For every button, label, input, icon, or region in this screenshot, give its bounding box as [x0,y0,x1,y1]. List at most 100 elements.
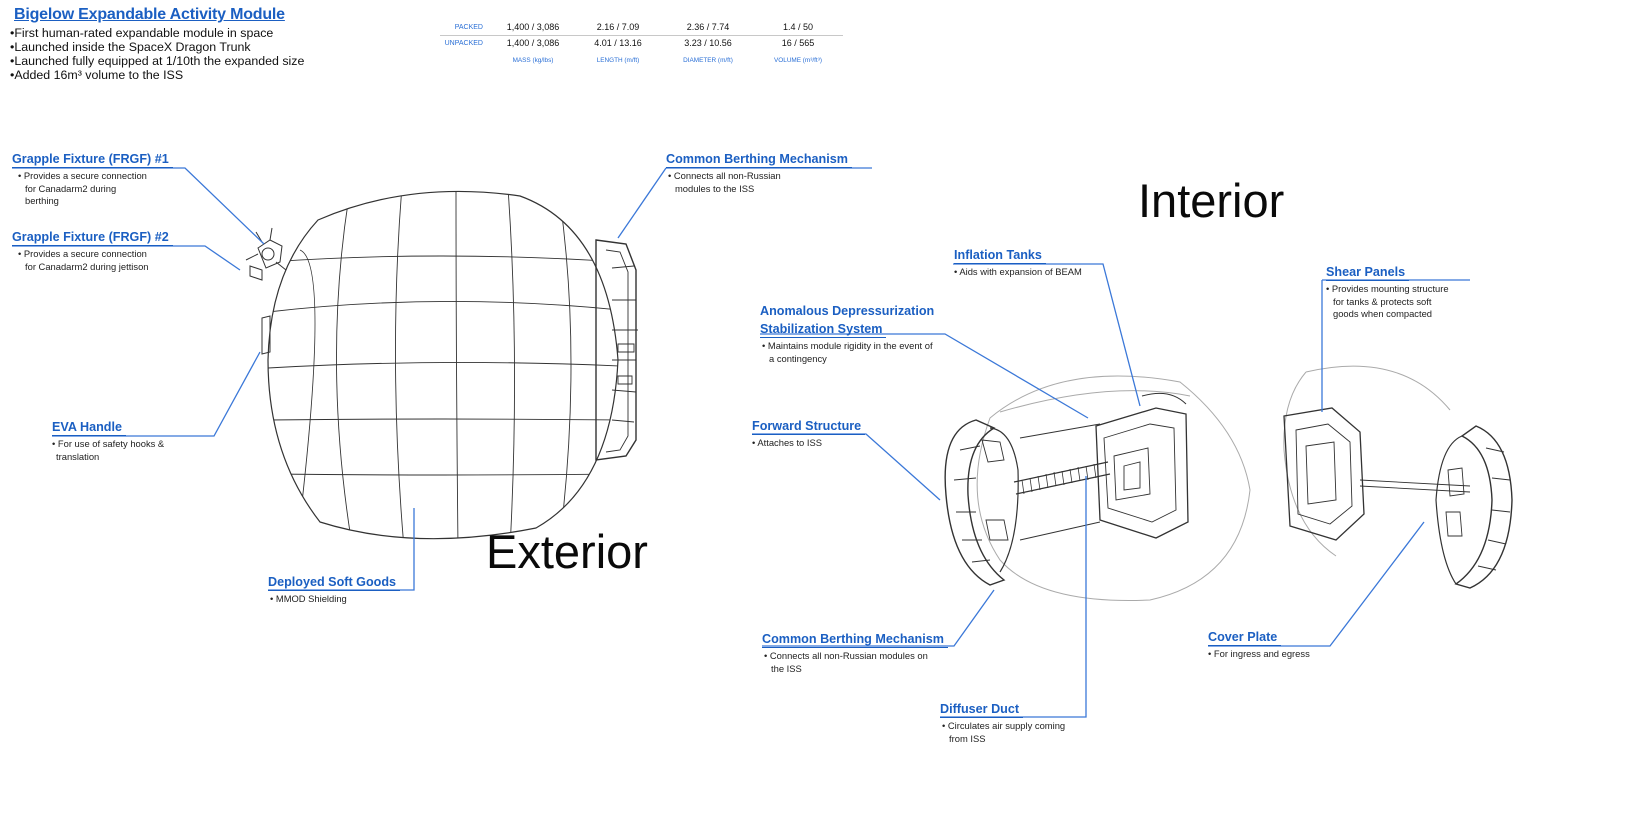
callout-deployed-soft-goods: Deployed Soft Goods • MMOD Shielding [268,573,401,606]
feature-list: First human-rated expandable module in s… [10,26,304,82]
leader-lines [12,167,1470,718]
forward-ring [944,419,1006,586]
callout-desc: • Provides mounting structure for tanks … [1326,283,1449,321]
shear-panel-box [1283,407,1365,541]
desc-line: • Provides a secure connection [18,170,147,181]
callout-title: Grapple Fixture (FRGF) #1 [12,152,173,168]
leader-cover [1208,521,1425,647]
mass-value: 1,400 / 3,086 [506,38,560,48]
callout-title: Forward Structure [752,419,866,435]
exterior-heading: Exterior [486,525,648,578]
desc-line: • For use of safety hooks & [52,438,165,449]
callout-title: Diffuser Duct [940,702,1024,718]
volume-value: 1.4 / 50 [753,20,843,36]
exterior-module-drawing [245,190,638,540]
leader-cbm-int [762,589,995,647]
page-title: Bigelow Expandable Activity Module [14,6,285,23]
callout-desc: • Connects all non-Russian modules to th… [666,170,852,195]
diameter-header: DIAMETER (m/ft) [683,56,733,64]
desc-line: the ISS [771,662,802,674]
desc-line: • Connects all non-Russian modules on [764,650,928,661]
desc-line: for tanks & protects soft [1333,295,1432,307]
desc-line: • MMOD Shielding [270,593,347,604]
callout-eva-handle: EVA Handle • For use of safety hooks & t… [52,418,164,463]
length-header: LENGTH (m/ft) [596,56,640,64]
callout-title: EVA Handle [52,420,126,436]
callout-shear-panels: Shear Panels • Provides mounting structu… [1326,263,1449,321]
leader-inflation [953,263,1141,407]
length-value: 4.01 / 13.16 [594,38,642,48]
callout-adss: Anomalous Depressurization Stabilization… [760,302,938,365]
interior-hull-ghost [976,375,1251,601]
callout-title: Stabilization System [760,322,887,338]
desc-line: for Canadarm2 during jettison [25,260,149,272]
row-label: PACKED [440,20,493,36]
leader-grapple1 [12,167,265,245]
callout-diffuser-duct: Diffuser Duct • Circulates air supply co… [940,700,1065,745]
specs-row-packed: PACKED 1,400 / 3,086 2.16 / 7.09 2.36 / … [440,20,843,36]
callout-cbm-interior: Common Berthing Mechanism • Connects all… [762,630,948,675]
callout-title: Inflation Tanks [954,248,1046,264]
callout-grapple-fixture-1: Grapple Fixture (FRGF) #1 • Provides a s… [12,150,173,208]
callout-desc: • Provides a secure connection for Canad… [12,170,173,208]
inflation-tanks-drawing [1095,407,1189,539]
callout-grapple-fixture-2: Grapple Fixture (FRGF) #2 • Provides a s… [12,228,173,273]
shear-panel-ghost [1283,371,1337,557]
callout-desc: • Maintains module rigidity in the event… [760,340,938,365]
desc-line: • Attaches to ISS [752,437,822,448]
volume-value: 16 / 565 [781,38,815,48]
grapple-fixtures-drawing [245,227,287,355]
specs-table: PACKED 1,400 / 3,086 2.16 / 7.09 2.36 / … [440,20,843,68]
row-label: UNPACKED [444,39,483,47]
aft-ring [1454,425,1513,589]
desc-line: translation [56,450,100,462]
interior-assembly-drawing [944,375,1251,601]
callout-inflation-tanks: Inflation Tanks • Aids with expansion of… [954,246,1082,279]
callout-desc: • Circulates air supply coming from ISS [940,720,1065,745]
desc-line: • For ingress and egress [1208,648,1310,659]
callout-forward-structure: Forward Structure • Attaches to ISS [752,417,866,450]
callout-desc: • For ingress and egress [1208,648,1310,661]
callout-desc: • MMOD Shielding [268,593,400,606]
feature-item: Added 16m³ volume to the ISS [10,68,304,82]
mass-header: MASS (kg/lbs) [512,56,554,64]
feature-item: First human-rated expandable module in s… [10,26,304,40]
callout-cbm-exterior: Common Berthing Mechanism • Connects all… [666,150,852,195]
callout-desc: • For use of safety hooks & translation [52,438,164,463]
specs-row-unpacked: UNPACKED 1,400 / 3,086 4.01 / 13.16 3.23… [440,36,843,52]
desc-line: • Circulates air supply coming [942,720,1066,731]
callout-desc: • Connects all non-Russian modules on th… [762,650,948,675]
mass-value: 1,400 / 3,086 [493,20,573,36]
desc-line: • Connects all non-Russian [668,170,781,181]
diameter-value: 2.36 / 7.74 [663,20,753,36]
desc-line: • Provides a secure connection [18,248,147,259]
desc-line: from ISS [949,732,986,744]
callout-cover-plate: Cover Plate • For ingress and egress [1208,628,1310,661]
callout-desc: • Provides a secure connection for Canad… [12,248,173,273]
specs-header-row: MASS (kg/lbs) LENGTH (m/ft) DIAMETER (m/… [440,51,843,68]
desc-line: a contingency [769,352,827,364]
length-value: 2.16 / 7.09 [573,20,663,36]
feature-item: Launched inside the SpaceX Dragon Trunk [10,40,304,54]
callout-desc: • Aids with expansion of BEAM [954,266,1082,279]
desc-line: berthing [25,195,59,206]
callout-title: Common Berthing Mechanism [762,632,948,648]
callout-desc: • Attaches to ISS [752,437,865,450]
callout-title: Anomalous Depressurization [760,304,935,318]
diameter-value: 3.23 / 10.56 [684,38,732,48]
exterior-hull-outline [267,190,619,540]
desc-line: • Provides mounting structure [1326,283,1449,294]
interior-exploded-drawing [1283,365,1513,589]
desc-line: for Canadarm2 during [25,182,117,194]
interior-heading: Interior [1138,174,1285,227]
volume-header: VOLUME (m³/ft³) [774,56,822,64]
desc-line: goods when compacted [1333,308,1433,319]
cbm-ring-drawing [595,239,638,461]
callout-title: Shear Panels [1326,265,1410,281]
leader-eva [52,351,261,437]
desc-line: modules to the ISS [675,182,755,194]
callout-title: Deployed Soft Goods [268,575,401,591]
feature-item: Launched fully equipped at 1/10th the ex… [10,54,304,68]
leader-adss [760,333,1089,419]
